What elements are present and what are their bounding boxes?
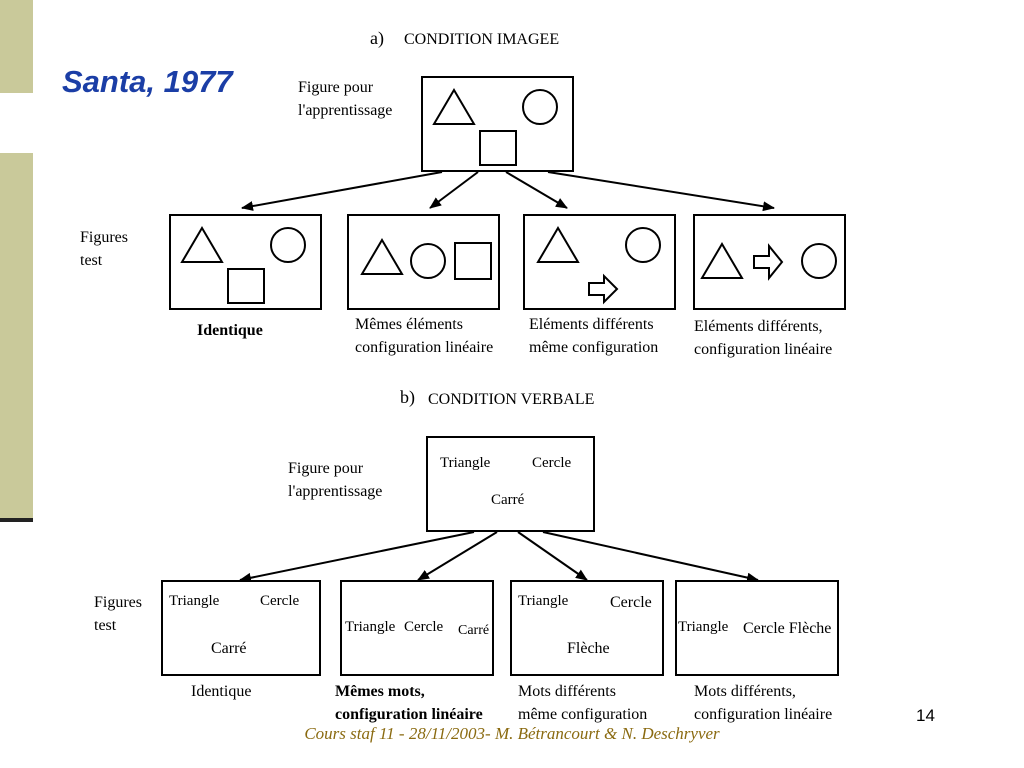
arrow-icon xyxy=(588,273,619,305)
caption-line2: même configuration xyxy=(518,706,648,723)
word-triangle: Triangle xyxy=(169,593,220,609)
caption-a-4: Eléments différents, configuration linéa… xyxy=(694,315,832,361)
caption-line1: Mots différents xyxy=(518,683,616,700)
test-words-box-memes-mots: Triangle Cercle Carré xyxy=(340,580,494,676)
test-words-box-mots-differents-config: Triangle Cercle Flèche xyxy=(510,580,664,676)
circle-icon xyxy=(801,243,837,279)
caption-line1: Eléments différents xyxy=(529,316,654,333)
learning-words-box: Triangle Cercle Carré xyxy=(426,436,595,532)
learning-figure-box xyxy=(421,76,574,172)
word-cercle: Cercle xyxy=(260,593,300,609)
section-b-heading: CONDITION VERBALE xyxy=(428,391,595,408)
word-triangle: Triangle xyxy=(518,593,569,609)
footer-credit: Cours staf 11 - 28/11/2003- M. Bétrancou… xyxy=(304,724,720,743)
word-carre: Carré xyxy=(491,492,525,508)
section-b-learning-label: Figure pour l'apprentissage xyxy=(288,457,382,503)
caption-b-2: Mêmes mots, configuration linéaire xyxy=(335,680,483,726)
section-a-heading: CONDITION IMAGEE xyxy=(404,31,560,48)
word-fleche: Flèche xyxy=(567,640,610,657)
test-figure-box-elements-differents-config xyxy=(523,214,676,310)
caption-b-3: Mots différents même configuration xyxy=(518,680,647,726)
arrow-b-1 xyxy=(239,531,475,583)
word-triangle: Triangle xyxy=(345,619,396,635)
circle-icon xyxy=(625,227,661,263)
caption-line2: configuration linéaire xyxy=(355,339,494,356)
test-label-line1: Figures xyxy=(80,229,128,246)
word-cercle: Cercle xyxy=(404,619,444,635)
arrow-a-2 xyxy=(429,171,479,209)
section-b-label: b) xyxy=(400,387,415,407)
slide-title: Santa, 1977 xyxy=(62,64,233,99)
section-a-label: a) xyxy=(370,28,384,48)
word-cercle: Cercle xyxy=(610,594,652,611)
triangle-icon xyxy=(700,242,744,279)
caption-line1: Mêmes éléments xyxy=(355,316,463,333)
circle-icon xyxy=(410,243,446,279)
test-words-box-identique: Triangle Cercle Carré xyxy=(161,580,321,676)
triangle-icon xyxy=(180,226,224,263)
caption-line1: Eléments différents, xyxy=(694,318,823,335)
sidebar-block-top xyxy=(0,0,33,93)
word-carre: Carré xyxy=(211,640,247,657)
sidebar-block-bottom xyxy=(0,153,33,518)
caption-line1: Mêmes mots, xyxy=(335,683,425,700)
arrow-a-4 xyxy=(547,171,775,212)
learning-label-line2: l'apprentissage xyxy=(288,483,383,500)
circle-icon xyxy=(522,89,558,125)
arrow-b-3 xyxy=(517,531,588,581)
page-number: 14 xyxy=(916,706,935,725)
learning-label-line1: Figure pour xyxy=(298,79,374,96)
circle-icon xyxy=(270,227,306,263)
test-figure-box-memes-elements xyxy=(347,214,500,310)
learning-label-line2: l'apprentissage xyxy=(298,102,393,119)
triangle-icon xyxy=(536,226,580,263)
test-words-box-mots-differents-lineaire: Triangle Cercle Flèche xyxy=(675,580,839,676)
caption-line1: Mots différents, xyxy=(694,683,796,700)
section-a-learning-label: Figure pour l'apprentissage xyxy=(298,76,392,122)
caption-b-1: Identique xyxy=(191,683,252,700)
arrow-b-4 xyxy=(542,531,759,583)
arrow-b-2 xyxy=(417,531,498,581)
caption-b-4: Mots différents, configuration linéaire xyxy=(694,680,832,726)
word-cercle-fleche: Cercle Flèche xyxy=(743,620,832,637)
test-figure-box-identique xyxy=(169,214,322,310)
caption-a-2: Mêmes éléments configuration linéaire xyxy=(355,313,493,359)
section-b-test-label: Figures test xyxy=(94,591,142,637)
learning-label-line1: Figure pour xyxy=(288,460,364,477)
test-label-line2: test xyxy=(94,617,117,634)
test-label-line2: test xyxy=(80,252,103,269)
section-a-test-label: Figures test xyxy=(80,226,128,272)
arrow-icon xyxy=(753,243,784,281)
caption-a-1: Identique xyxy=(197,322,263,339)
sidebar-divider xyxy=(0,518,33,522)
caption-line2: même configuration xyxy=(529,339,659,356)
word-cercle: Cercle xyxy=(532,455,572,471)
caption-a-3: Eléments différents même configuration xyxy=(529,313,658,359)
square-icon xyxy=(454,242,492,280)
word-triangle: Triangle xyxy=(440,455,491,471)
square-icon xyxy=(227,268,265,304)
triangle-icon xyxy=(432,88,476,125)
word-carre: Carré xyxy=(458,623,490,638)
caption-line2: configuration linéaire xyxy=(335,706,483,723)
arrow-a-3 xyxy=(505,171,568,209)
square-icon xyxy=(479,130,517,166)
test-label-line1: Figures xyxy=(94,594,142,611)
arrow-a-1 xyxy=(241,171,443,211)
triangle-icon xyxy=(360,238,404,275)
word-triangle: Triangle xyxy=(678,619,729,635)
caption-line2: configuration linéaire xyxy=(694,706,833,723)
test-figure-box-elements-differents-lineaire xyxy=(693,214,846,310)
caption-line2: configuration linéaire xyxy=(694,341,833,358)
